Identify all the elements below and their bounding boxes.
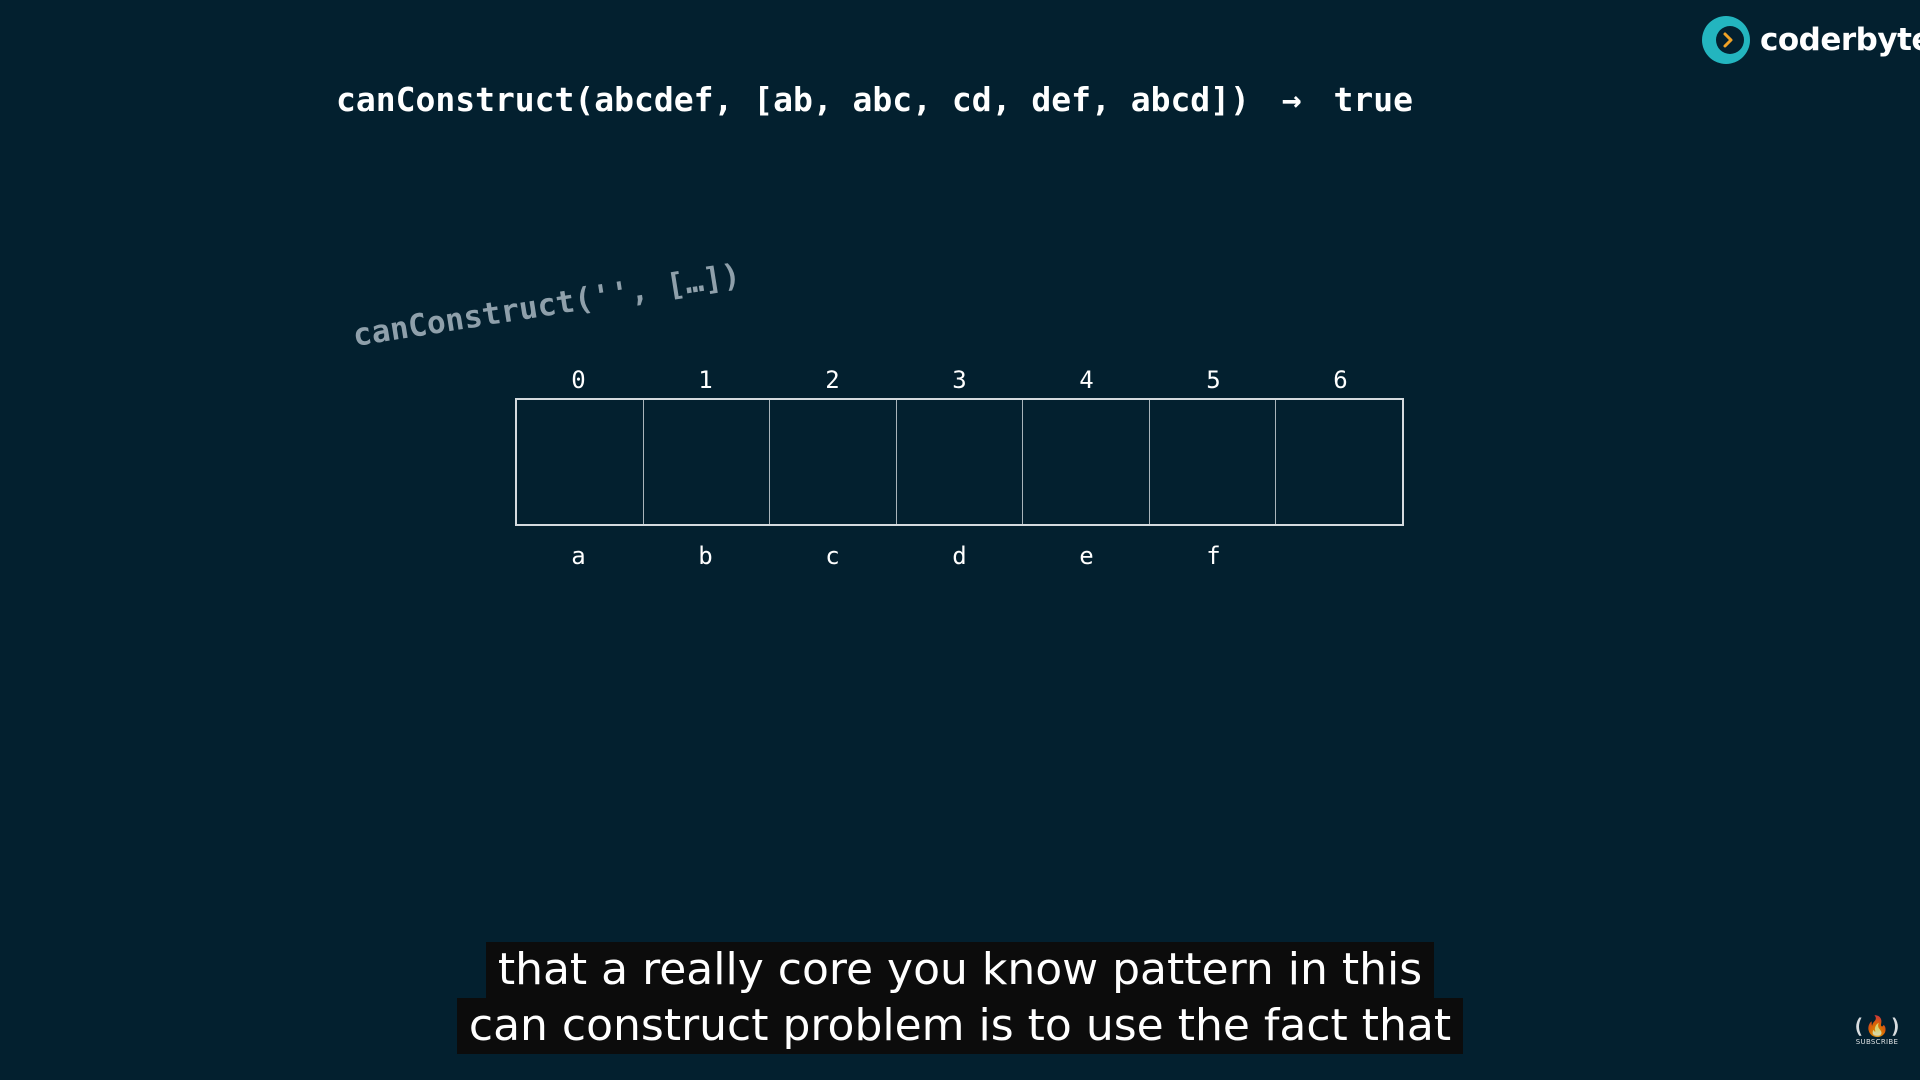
problem-result: true (1333, 80, 1414, 119)
table-cell (1276, 400, 1402, 524)
letter-label: a (571, 542, 586, 570)
subtitle-line: that a really core you know pattern in t… (485, 942, 1435, 998)
letter-label: f (1206, 542, 1221, 570)
table-cells (515, 398, 1404, 526)
letter-label: d (952, 542, 967, 570)
table-cell (897, 400, 1024, 524)
index-label: 6 (1333, 366, 1348, 394)
right-arrow-icon: → (1281, 80, 1302, 119)
problem-statement: canConstruct(abcdef, [ab, abc, cd, def, … (336, 80, 1413, 119)
letter-label: e (1079, 542, 1094, 570)
index-label: 2 (825, 366, 840, 394)
index-label: 4 (1079, 366, 1094, 394)
subscribe-label: SUBSCRIBE (1855, 1038, 1899, 1046)
table-cell (1023, 400, 1150, 524)
table-cell (1150, 400, 1277, 524)
letter-label: b (698, 542, 713, 570)
subtitles: that a really core you know pattern in t… (0, 942, 1920, 1054)
index-label: 5 (1206, 366, 1221, 394)
problem-call: canConstruct(abcdef, [ab, abc, cd, def, … (336, 80, 1250, 119)
letter-label (1277, 538, 1404, 582)
table-cell (644, 400, 771, 524)
subtitle-line: can construct problem is to use the fact… (456, 998, 1464, 1054)
coderbyte-logo-icon (1702, 16, 1750, 64)
brand-name: coderbyte (1760, 22, 1920, 58)
index-row: 0 1 2 3 4 5 6 (515, 362, 1404, 398)
tabulation-table: 0 1 2 3 4 5 6 a b c d e f (515, 362, 1404, 582)
freecodecamp-icon: (🔥) (1852, 1014, 1902, 1038)
index-label: 0 (571, 366, 586, 394)
subscribe-badge[interactable]: (🔥) SUBSCRIBE (1852, 1014, 1902, 1054)
letter-label: c (825, 542, 840, 570)
coderbyte-logo: coderbyte (1700, 12, 1920, 68)
table-cell (517, 400, 644, 524)
index-label: 1 (698, 366, 713, 394)
index-label: 3 (952, 366, 967, 394)
letter-row: a b c d e f (515, 538, 1404, 582)
base-case-label: canConstruct('', […]) (350, 257, 744, 354)
table-cell (770, 400, 897, 524)
